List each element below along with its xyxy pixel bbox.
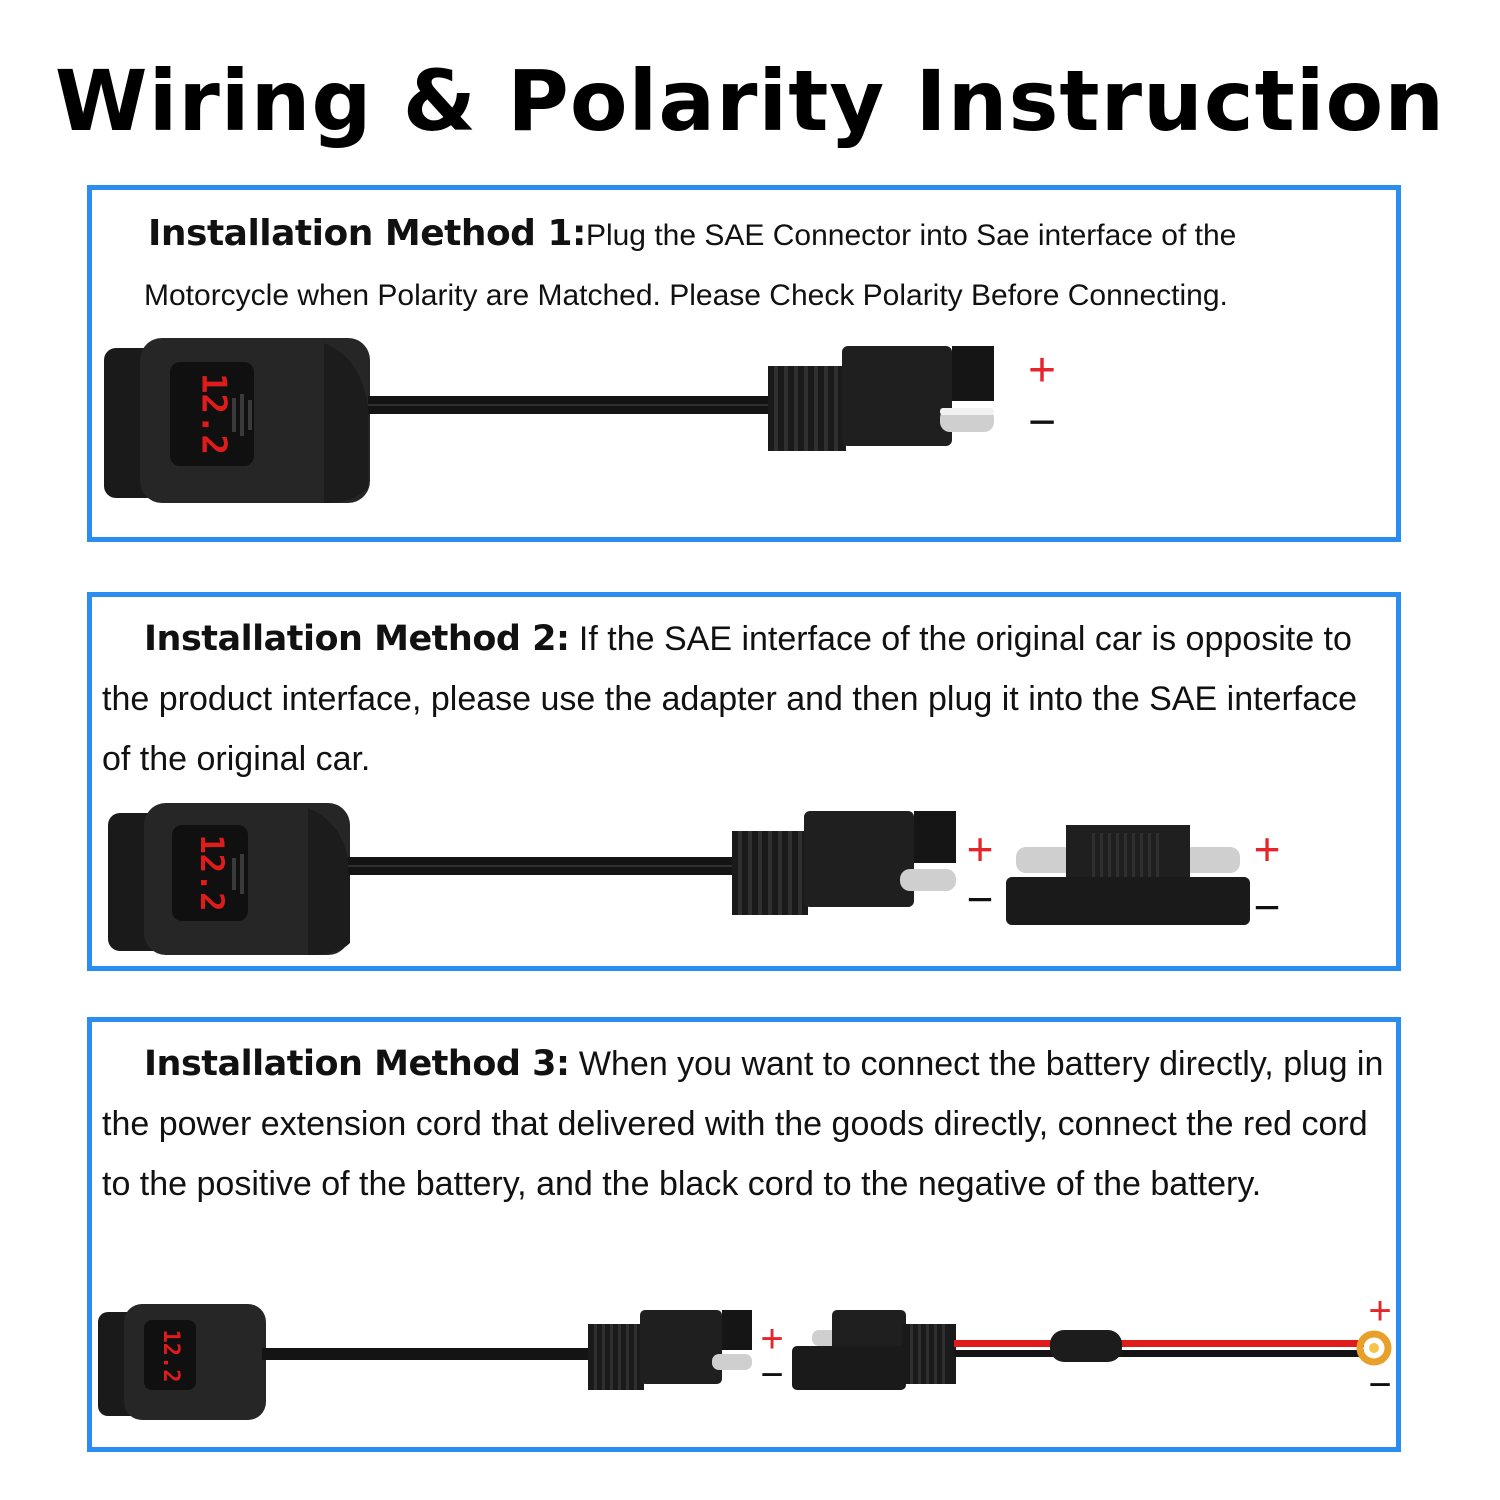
sae-connector — [768, 346, 994, 451]
battery-positive-sign: + — [1368, 1290, 1391, 1333]
voltmeter-display: 12.2 — [194, 373, 234, 455]
negative-sign: − — [1028, 396, 1056, 449]
method-1-text: Plug the SAE Connector into Sae interfac… — [144, 219, 1237, 312]
method-1-diagram: 12.2 + − — [104, 338, 1056, 503]
positive-sign: + — [967, 823, 994, 875]
battery-negative-sign: − — [1368, 1363, 1391, 1407]
method-1-description: Installation Method 1:Plug the SAE Conne… — [144, 204, 1384, 326]
inline-fuse — [1050, 1330, 1122, 1362]
method-3-text: When you want to connect the battery dir… — [102, 1045, 1384, 1203]
installation-method-2-panel: Installation Method 2: If the SAE interf… — [87, 592, 1401, 971]
voltmeter-display: 12.2 — [158, 1330, 183, 1383]
page-title: Wiring & Polarity Instruction — [54, 52, 1446, 150]
method-2-diagram: 12.2 + − + − — [108, 803, 1281, 955]
negative-sign: − — [760, 1353, 783, 1397]
black-wire — [954, 1350, 1364, 1357]
method-2-heading: Installation Method 2: — [144, 619, 570, 659]
positive-sign: + — [1028, 344, 1056, 397]
voltmeter-display: 12.2 — [193, 834, 231, 911]
voltmeter-socket: 12.2 — [108, 803, 350, 955]
voltmeter-socket: 12.2 — [98, 1304, 266, 1420]
adapter-negative-sign: − — [1254, 881, 1281, 933]
cable — [262, 1348, 592, 1360]
sae-connector — [588, 1310, 752, 1390]
sae-adapter — [1006, 825, 1250, 925]
voltmeter-socket: 12.2 — [104, 338, 370, 503]
sae-connector — [732, 811, 956, 915]
installation-method-1-panel: Installation Method 1:Plug the SAE Conne… — [87, 185, 1401, 542]
red-wire — [954, 1340, 1364, 1347]
method-3-heading: Installation Method 3: — [144, 1044, 570, 1084]
ring-terminal — [1356, 1330, 1392, 1366]
negative-sign: − — [967, 873, 994, 925]
battery-cord-connector — [792, 1310, 956, 1390]
method-2-description: Installation Method 2: If the SAE interf… — [102, 609, 1392, 789]
method-3-diagram: 12.2 + − + − — [98, 1290, 1392, 1420]
method-3-description: Installation Method 3: When you want to … — [102, 1034, 1392, 1214]
positive-sign: + — [760, 1317, 783, 1361]
method-1-heading: Installation Method 1: — [148, 213, 586, 254]
installation-method-3-panel: Installation Method 3: When you want to … — [87, 1017, 1401, 1452]
adapter-positive-sign: + — [1254, 823, 1281, 875]
method-2-text: If the SAE interface of the original car… — [102, 620, 1358, 778]
